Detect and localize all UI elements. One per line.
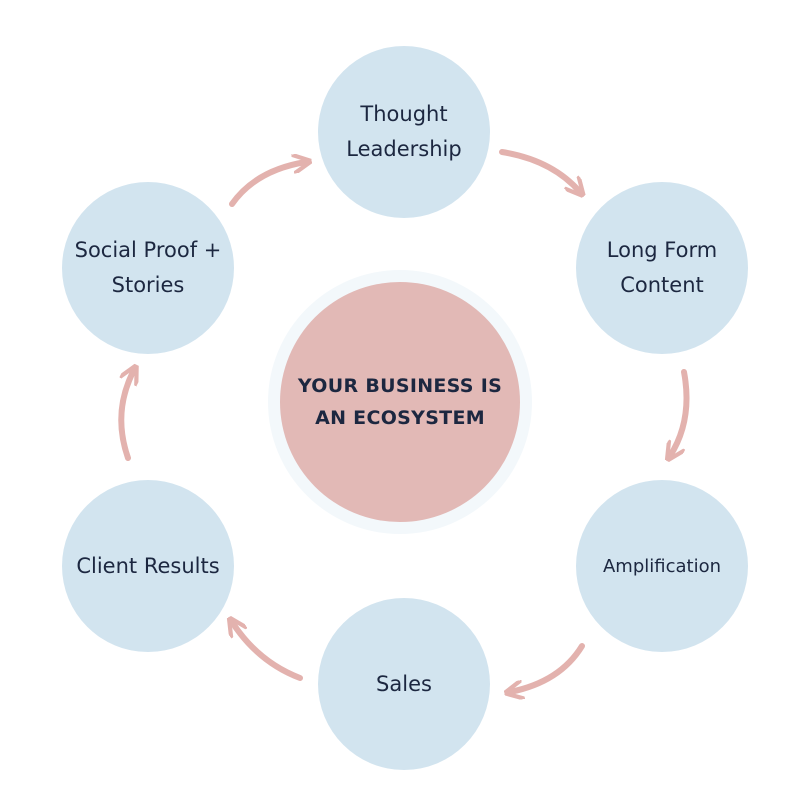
node-client-results: Client Results (62, 480, 234, 652)
arrow-clientresults-to-socialproof (118, 370, 134, 461)
node-amplification: Amplification (576, 480, 748, 652)
node-label: Client Results (76, 553, 220, 578)
center-title: YOUR BUSINESS IS AN ECOSYSTEM (297, 375, 503, 429)
arrow-sales-to-clientresults (232, 622, 303, 681)
node-label: Social Proof + Stories (74, 238, 222, 297)
arrow-thought-to-longform (499, 149, 580, 192)
node-label: Sales (376, 671, 432, 696)
node-thought-leadership: Thought Leadership (318, 46, 490, 218)
arrow-socialproof-to-thought (229, 162, 306, 207)
node-long-form-content: Long Form Content (576, 182, 748, 354)
node-label: Long Form Content (606, 238, 718, 297)
node-sales: Sales (318, 598, 490, 770)
center-circle: YOUR BUSINESS IS AN ECOSYSTEM (280, 282, 520, 522)
arrow-longform-to-amplification (670, 369, 690, 456)
node-label: Thought Leadership (346, 102, 462, 161)
node-label: Amplification (602, 555, 722, 577)
node-social-proof-stories: Social Proof + Stories (62, 182, 234, 354)
arrow-amplification-to-sales (510, 643, 585, 692)
